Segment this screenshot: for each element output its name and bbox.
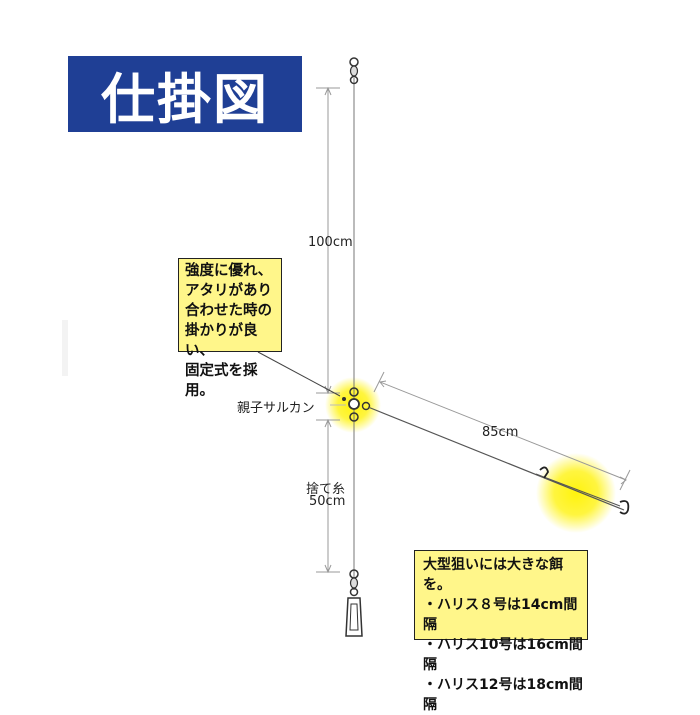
top-swivel-icon <box>349 57 359 85</box>
hook-icon <box>539 466 549 479</box>
diagram-title: 仕掛図 <box>101 67 269 131</box>
oyako-swivel-icon <box>342 387 371 422</box>
dimension-branch <box>373 371 631 491</box>
callout-line: 強度に優れ、 <box>185 263 273 279</box>
swivel-label: 親子サルカン <box>237 401 315 416</box>
callout-line: 固定式を採用。 <box>185 363 258 399</box>
callout-line: アタリがあり <box>185 283 272 299</box>
rig-diagram <box>257 57 631 637</box>
upper-length-label: 100cm <box>308 235 353 250</box>
hook-icon-end <box>619 500 630 515</box>
sinker-line-label: 捨て糸 <box>306 482 346 497</box>
bottom-snap-icon <box>345 569 363 637</box>
title-banner: 仕掛図 <box>68 56 302 132</box>
callout-line: ・ハリス10号は16cm間隔 <box>423 637 583 673</box>
dimension-lower <box>316 418 340 574</box>
dropper-line <box>535 473 621 507</box>
callout-line: 掛かりが良い、 <box>185 323 258 359</box>
callout-line: 合わせた時の <box>185 303 272 319</box>
sinker-length-label: 50cm <box>309 494 346 509</box>
callout-leader <box>257 351 341 397</box>
dimension-upper <box>316 86 340 395</box>
edge-artifact <box>62 320 68 376</box>
branch-length-label: 85cm <box>482 425 519 440</box>
hook-highlight <box>536 453 616 533</box>
callout-line: ・ハリス８号は14cm間隔 <box>423 597 578 633</box>
bait-callout: 大型狙いには大きな餌を。 ・ハリス８号は14cm間隔 ・ハリス10号は16cm間… <box>414 550 588 713</box>
branch-line <box>367 406 625 511</box>
callout-line: ・ハリス12号は18cm間隔 <box>423 677 583 713</box>
strength-callout: 強度に優れ、 アタリがあり 合わせた時の 掛かりが良い、 固定式を採用。 <box>178 258 282 399</box>
callout-line: 大型狙いには大きな餌を。 <box>423 557 563 593</box>
